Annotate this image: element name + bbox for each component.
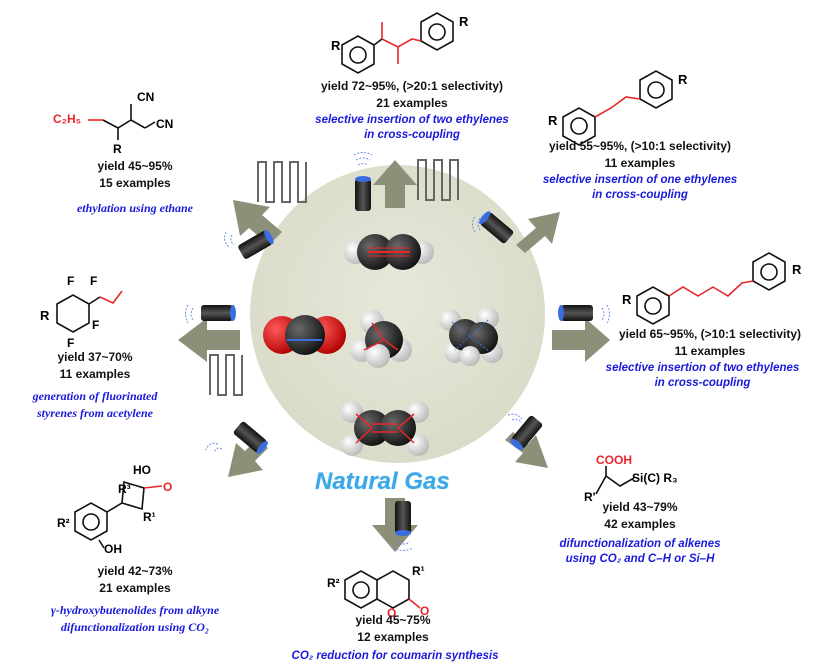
upper-right-desc: selective insertion of one ethylenes: [542, 174, 738, 186]
co2-model: [263, 315, 346, 355]
acetylene-model: [344, 234, 434, 270]
r3-label: R³: [118, 482, 131, 496]
left-desc: generation of fluorinated: [32, 389, 158, 403]
label-r: R: [622, 292, 632, 307]
label-r: R: [40, 308, 50, 323]
r1-label: R¹: [143, 510, 156, 524]
bottom-examples: 12 examples: [357, 630, 429, 644]
right-desc: selective insertion of two ethylenes: [605, 362, 800, 374]
label-r: R: [678, 72, 688, 87]
label-r: R: [113, 142, 122, 156]
o-label: O: [420, 604, 430, 618]
o-label: O: [163, 480, 173, 494]
label-r: R: [548, 113, 558, 128]
label-r: R: [459, 14, 469, 29]
cooh-label: COOH: [596, 453, 632, 467]
r1-label: R¹: [412, 564, 425, 578]
upper-left-desc: ethylation using ethane: [76, 201, 194, 215]
lower-right-desc: using CO₂ and C–H or Si–H: [565, 553, 715, 565]
ho-label: HO: [133, 463, 151, 477]
upper-right-desc: in cross-coupling: [592, 189, 688, 201]
label-r: R: [792, 262, 802, 277]
upper-right-examples: 11 examples: [604, 156, 676, 170]
silyl-label: Si(C) R₃: [632, 471, 678, 485]
r2-label: R²: [57, 516, 70, 530]
fluorine-label: F: [92, 318, 100, 332]
upper-left-examples: 15 examples: [99, 176, 171, 190]
lower-right-examples: 42 examples: [604, 517, 676, 531]
lower-right-yield: yield 43~79%: [602, 500, 678, 514]
product-structures: [56, 12, 786, 609]
ethane-model: [439, 307, 503, 366]
o-label: O: [387, 606, 397, 620]
oh-label: OH: [104, 542, 122, 556]
arrow-top: [373, 160, 417, 208]
light-sources: [201, 176, 593, 536]
fluorine-label: F: [90, 274, 98, 288]
upper-left-yield: yield 45~95%: [97, 159, 173, 173]
top-yield: yield 72~95%, (>20:1 selectivity): [320, 79, 504, 93]
r-prime-label: R': [584, 490, 596, 504]
right-examples: 11 examples: [674, 344, 746, 358]
arrow-right: [552, 318, 610, 362]
bottom-yield: yield 45~75%: [355, 613, 431, 627]
ethyl-group: C₂H₅: [53, 112, 82, 126]
flow-reactors: [209, 159, 459, 396]
bottom-desc: CO₂ reduction for coumarin synthesis: [291, 650, 499, 662]
top-desc: in cross-coupling: [364, 129, 460, 141]
lower-left-desc: γ-hydroxybutenolides from alkyne: [50, 603, 220, 617]
lower-left-desc: difunctionalization using CO₂: [60, 620, 210, 634]
lower-left-yield: yield 42~73%: [97, 564, 173, 578]
methane-model: [350, 310, 412, 368]
top-desc: selective insertion of two ethylenes: [315, 114, 509, 126]
label-r: R: [331, 38, 341, 53]
arrow-upper-right: [516, 212, 560, 253]
cn-label: CN: [137, 90, 155, 104]
fluorine-label: F: [67, 274, 75, 288]
left-yield: yield 37~70%: [57, 350, 133, 364]
left-desc: styrenes from acetylene: [37, 406, 153, 420]
left-examples: 11 examples: [59, 367, 131, 381]
light-waves: [185, 152, 610, 551]
top-examples: 21 examples: [376, 96, 448, 110]
right-yield: yield 65~95%, (>10:1 selectivity): [618, 327, 802, 341]
arrow-left: [178, 318, 240, 362]
cn-label: CN: [156, 117, 174, 131]
upper-right-yield: yield 55~95%, (>10:1 selectivity): [548, 139, 732, 153]
lower-right-desc: difunctionalization of alkenes: [559, 538, 721, 550]
r2-label: R²: [327, 576, 340, 590]
fluorine-label: F: [67, 336, 75, 350]
lower-left-examples: 21 examples: [99, 581, 171, 595]
natural-gas-label: Natural Gas: [315, 468, 450, 495]
right-desc: in cross-coupling: [654, 377, 751, 389]
ethylene-model: [341, 401, 429, 456]
